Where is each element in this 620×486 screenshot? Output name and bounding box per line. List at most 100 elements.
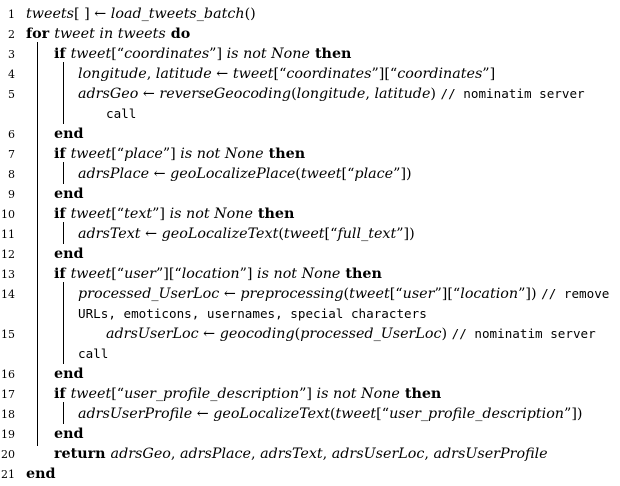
line-code: end	[54, 364, 84, 384]
symbol: (	[329, 406, 336, 422]
identifier: location	[181, 266, 240, 282]
keyword: then	[340, 266, 382, 282]
comment-text: // remove	[541, 286, 610, 301]
line-code: if tweet[“text”] is not None then	[54, 204, 294, 224]
symbol: ”]	[299, 386, 317, 402]
identifier: user	[402, 286, 435, 302]
symbol: ”]	[162, 146, 181, 162]
identifier: is not None	[226, 46, 310, 62]
identifier: is not None	[257, 266, 341, 282]
line-number: 4	[8, 68, 15, 81]
symbol: ,	[365, 86, 375, 102]
symbol: ,	[146, 66, 156, 82]
symbol: ()	[244, 6, 256, 22]
line-code: call	[78, 344, 108, 364]
symbol: [“	[111, 146, 125, 162]
keyword: for	[26, 26, 55, 42]
symbol: ←	[140, 226, 162, 242]
identifier: coordinates	[124, 46, 210, 62]
identifier: adrsUserLoc	[106, 326, 199, 342]
symbol: ”])	[564, 406, 583, 422]
keyword: then	[263, 146, 306, 162]
identifier: processed_UserLoc	[78, 286, 220, 302]
line-code: adrsPlace ← geoLocalizePlace(tweet[“plac…	[78, 164, 412, 184]
line-number: 15	[1, 328, 15, 341]
symbol: [“	[341, 166, 355, 182]
identifier: tweet	[70, 146, 112, 162]
comment-text: // nominatim server	[451, 326, 596, 341]
line-code: if tweet[“user_profile_description”] is …	[54, 384, 441, 404]
symbol: ”][“	[371, 66, 398, 82]
keyword: if	[54, 206, 71, 222]
identifier: reverseGeocoding	[159, 86, 292, 102]
keyword: if	[54, 266, 71, 282]
line-code: adrsUserLoc ← geocoding(processed_UserLo…	[106, 324, 596, 344]
identifier: tweet	[70, 206, 112, 222]
line-number: 17	[1, 388, 15, 401]
symbol: [ ] ←	[74, 6, 111, 22]
line-code: if tweet[“user”][“location”] is not None…	[54, 264, 382, 284]
keyword: return	[54, 446, 111, 462]
identifier: latitude	[374, 86, 431, 102]
keyword: end	[54, 186, 84, 202]
identifier: longitude	[78, 66, 147, 82]
keyword: end	[26, 466, 56, 482]
identifier: load_tweets_batch	[110, 6, 245, 22]
keyword: end	[54, 426, 84, 442]
identifier: tweet	[300, 166, 342, 182]
symbol: ,	[322, 446, 332, 462]
indent-rule	[37, 42, 38, 446]
line-code: processed_UserLoc ← preprocessing(tweet[…	[78, 284, 609, 304]
keyword: end	[54, 246, 84, 262]
keyword: then	[309, 46, 352, 62]
identifier: tweet	[232, 66, 274, 82]
line-number: 1	[8, 8, 15, 21]
identifier: adrsUserProfile	[78, 406, 193, 422]
keyword: if	[54, 146, 71, 162]
symbol: ”]	[209, 46, 227, 62]
identifier: adrsUserLoc	[331, 446, 425, 462]
symbol: (	[295, 166, 301, 182]
identifier: geoLocalizePlace	[170, 166, 296, 182]
line-code: call	[106, 104, 136, 124]
identifier: tweet	[283, 226, 325, 242]
line-number: 20	[1, 448, 15, 461]
line-number: 3	[8, 48, 15, 61]
symbol: ”][“	[155, 266, 182, 282]
line-number: 16	[1, 368, 15, 381]
identifier: coordinates	[286, 66, 372, 82]
symbol: [“	[111, 46, 125, 62]
line-code: tweets[ ] ← load_tweets_batch()	[26, 4, 256, 24]
line-code: if tweet[“place”] is not None then	[54, 144, 305, 164]
line-number: 18	[1, 408, 15, 421]
symbol: ←	[138, 86, 160, 102]
symbol: [“	[324, 226, 338, 242]
identifier: preprocessing	[240, 286, 344, 302]
identifier: user	[124, 266, 156, 282]
identifier: is not None	[169, 206, 253, 222]
keyword: then	[252, 206, 295, 222]
identifier: user_profile_description	[389, 406, 565, 422]
line-number: 5	[8, 88, 15, 101]
symbol: )	[441, 326, 452, 342]
identifier: longitude	[296, 86, 366, 102]
comment-text: call	[106, 106, 137, 121]
identifier: user_profile_description	[124, 386, 300, 402]
symbol: (	[278, 226, 284, 242]
symbol: (	[291, 86, 297, 102]
line-number: 13	[1, 268, 15, 281]
symbol: [“	[111, 386, 125, 402]
symbol: ,	[424, 446, 434, 462]
symbol: ”])	[393, 166, 412, 182]
identifier: adrsGeo	[110, 446, 171, 462]
line-code: return adrsGeo, adrsPlace, adrsText, adr…	[54, 444, 548, 464]
symbol: ←	[211, 66, 233, 82]
identifier: adrsPlace	[78, 166, 150, 182]
identifier: adrsPlace	[179, 446, 252, 462]
line-number: 8	[8, 168, 15, 181]
indent-rule	[63, 222, 64, 244]
symbol: ←	[192, 406, 214, 422]
symbol: ”]	[482, 66, 496, 82]
symbol: [“	[111, 266, 125, 282]
